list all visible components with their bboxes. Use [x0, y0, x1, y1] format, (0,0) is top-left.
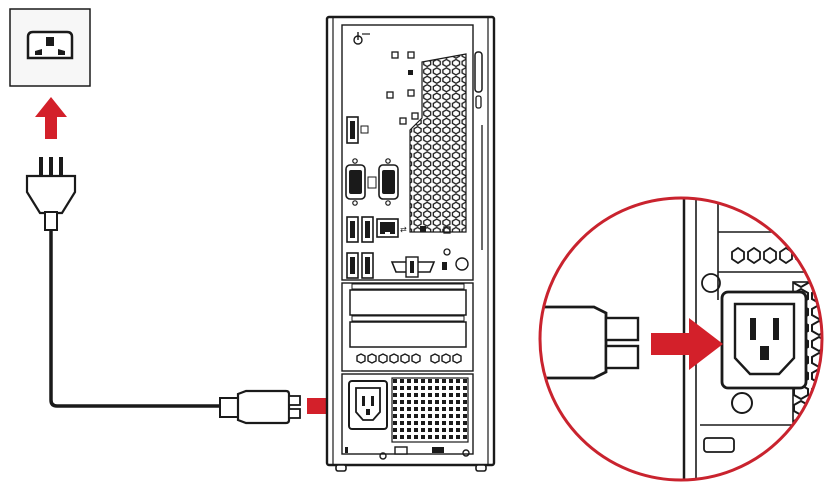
power-cable: [49, 230, 222, 408]
network-glyph: ⇄: [400, 225, 407, 234]
desktop-tower-rear-icon: ⇄: [325, 15, 496, 472]
universal-outlet-icon: [9, 8, 91, 87]
red-up-arrow-icon: [35, 97, 67, 139]
magnified-power-inlet-icon: [538, 196, 824, 482]
three-prong-plug-icon: [25, 157, 77, 231]
cable-plug-connector: [219, 389, 301, 425]
